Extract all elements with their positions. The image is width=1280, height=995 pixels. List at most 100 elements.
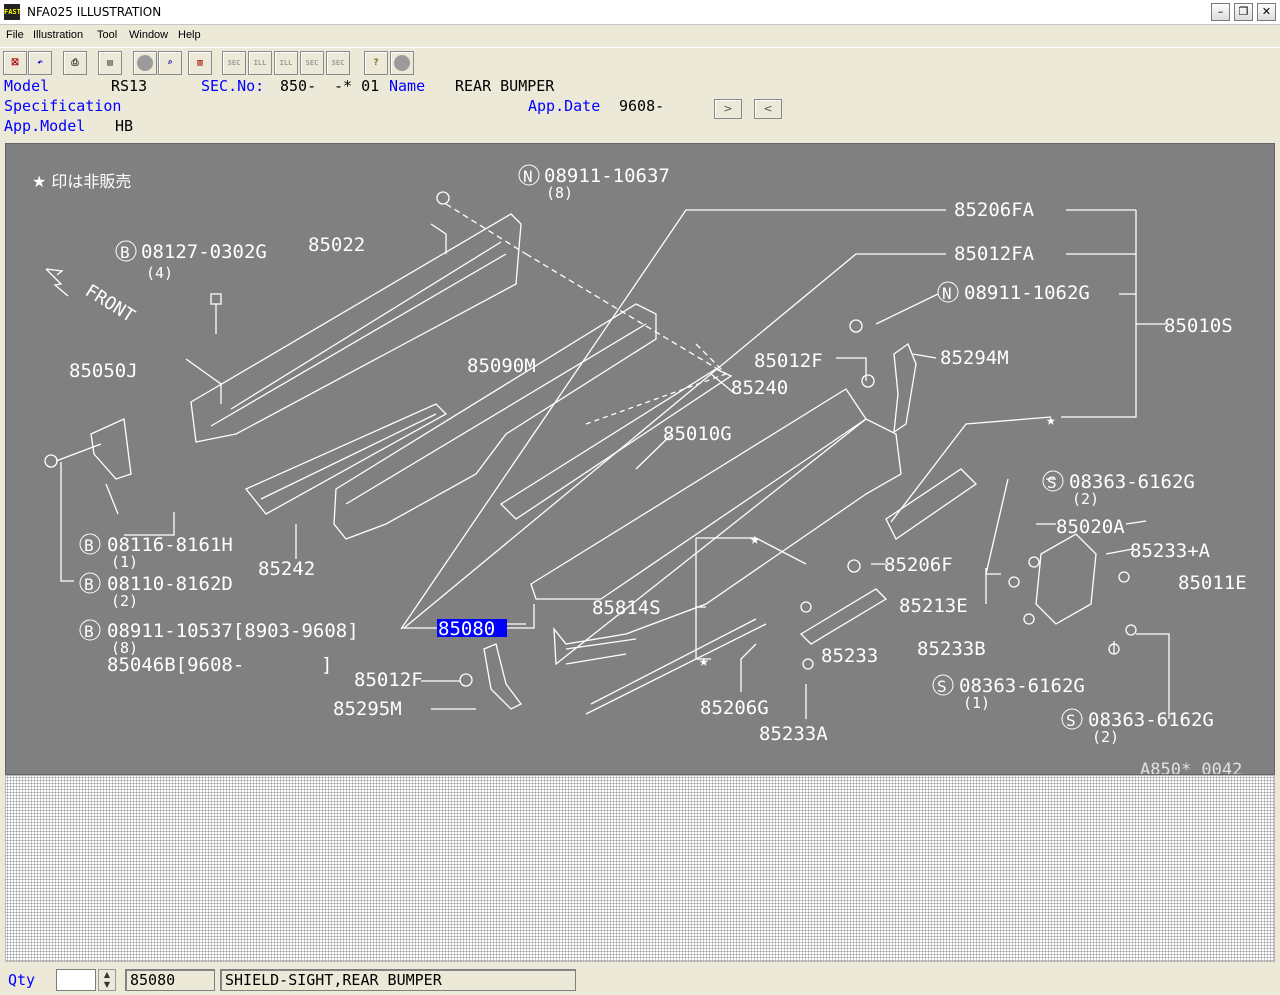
part-label: 08363-6162G	[959, 675, 1085, 697]
close-button[interactable]: ✕	[1257, 3, 1276, 21]
star-marker: ★	[1046, 410, 1056, 429]
undo-button[interactable]: ↶	[28, 51, 52, 75]
book-icon: ▥	[197, 58, 203, 68]
diagram-drawing	[44, 191, 1170, 719]
menu-window[interactable]: Window	[129, 29, 169, 41]
part-label: 85020A	[1056, 516, 1125, 538]
minimize-button[interactable]: –	[1211, 3, 1230, 21]
zoom-button[interactable]: ⌕	[158, 51, 182, 75]
ill-prev-icon: ILL	[253, 59, 267, 67]
menu-file[interactable]: File	[6, 29, 24, 41]
circle-button[interactable]	[133, 51, 157, 75]
menu-bar: File Illustration Tool Window Help	[0, 26, 1280, 46]
menu-tool[interactable]: Tool	[97, 29, 118, 41]
bumper-lower-shape	[553, 418, 902, 666]
part-label: 08363-6162G	[1069, 471, 1195, 493]
model-label: Model	[4, 77, 50, 95]
front-label: FRONT	[81, 280, 138, 327]
part-label: 85206FA	[954, 199, 1035, 221]
print-button[interactable]: ⎙	[63, 51, 87, 75]
part-label: 85242	[258, 558, 315, 580]
part-label: 85814S	[592, 597, 661, 619]
part-label: 85233+A	[1130, 540, 1211, 562]
part-label: 85050J	[69, 360, 138, 382]
selected-part-label: 85080	[438, 618, 495, 640]
star-marker: ★	[750, 529, 760, 548]
part-label: (2)	[111, 592, 138, 610]
help-button[interactable]: ?	[364, 51, 388, 75]
exit-button[interactable]: ⛝	[3, 51, 27, 75]
part-label: 85011E	[1178, 572, 1247, 594]
sec-first-button[interactable]: SEC	[222, 51, 246, 75]
help-icon: ?	[373, 58, 379, 68]
window-title: NFA025 ILLUSTRATION	[27, 5, 162, 19]
chevron-left-icon: <	[763, 102, 773, 115]
part-label: 08363-6162G	[1088, 709, 1214, 731]
zoom-icon: ⌕	[167, 58, 173, 68]
part-label: 85010G	[663, 423, 732, 445]
part-number-field: 85080	[125, 969, 215, 991]
sec-first-icon: SEC	[227, 59, 241, 67]
ill-prev-button[interactable]: ILL	[248, 51, 272, 75]
sec-next-button[interactable]: SEC	[300, 51, 324, 75]
part-label: ]	[321, 654, 332, 676]
sec-suffix: -* 01	[334, 77, 380, 95]
model-value: RS13	[111, 77, 148, 95]
name-label: Name	[389, 77, 426, 95]
parts-diagram: N 08911-10637 (8) 85206FA 85012FA B 0812…	[44, 164, 1247, 774]
prev-spec-button[interactable]: <	[754, 99, 782, 119]
part-label: 85022	[308, 234, 365, 256]
part-description-field: SHIELD-SIGHT,REAR BUMPER	[220, 969, 576, 991]
part-label: 08127-0302G	[141, 241, 267, 263]
app-icon: FAST	[4, 4, 21, 20]
part-label: (4)	[146, 264, 173, 282]
part-label: 85240	[731, 377, 788, 399]
name-value: REAR BUMPER	[455, 77, 555, 95]
chevron-right-icon: >	[723, 102, 733, 115]
part-label: 08911-10637	[544, 165, 670, 187]
part-label: (2)	[1092, 728, 1119, 746]
svg-text:B: B	[84, 536, 94, 555]
sec-next-icon: SEC	[305, 59, 319, 67]
book-button[interactable]: ▥	[188, 51, 212, 75]
appmodel-label: App.Model	[4, 117, 86, 135]
sec-label: SEC.No:	[201, 77, 265, 95]
catalog-button[interactable]: ▤	[98, 51, 122, 75]
part-label: (2)	[1072, 490, 1099, 508]
title-bar: FAST NFA025 ILLUSTRATION – ❐ ✕	[0, 0, 1280, 25]
part-label: 08110-8162D	[107, 573, 233, 595]
star-marker: ★	[699, 651, 709, 670]
next-spec-button[interactable]: >	[714, 99, 742, 119]
part-label: 85046B[9608-	[107, 654, 244, 676]
illustration-canvas[interactable]: ★ 印は非販売	[5, 143, 1275, 775]
non-sale-note: ★ 印は非販売	[32, 172, 132, 191]
menu-illustration[interactable]: Illustration	[33, 29, 84, 41]
catalog-icon: ▤	[107, 58, 113, 68]
part-label: (8)	[546, 184, 573, 202]
qty-stepper[interactable]: ▲▼	[98, 969, 116, 991]
appdate-value: 9608-	[619, 97, 665, 115]
part-label: 85233	[821, 645, 878, 667]
appmodel-value: HB	[115, 117, 134, 135]
ill-next-button[interactable]: ILL	[274, 51, 298, 75]
part-label: 85012F	[354, 669, 423, 691]
qty-label: Qty	[8, 971, 36, 989]
illustration-code: A850* 0042	[1140, 760, 1242, 774]
circle-icon	[137, 55, 153, 71]
menu-help[interactable]: Help	[178, 29, 201, 41]
restore-button[interactable]: ❐	[1234, 3, 1253, 21]
svg-text:N: N	[942, 284, 952, 303]
spin-up-icon: ▲	[103, 970, 111, 979]
part-label: 08911-10537[8903-9608]	[107, 620, 359, 642]
sec-search-button[interactable]: SEC	[326, 51, 350, 75]
part-label: 85233A	[759, 723, 828, 745]
svg-text:N: N	[523, 167, 533, 186]
qty-input[interactable]	[56, 969, 96, 991]
stop-button[interactable]	[390, 51, 414, 75]
reinforcement-shape	[190, 213, 522, 443]
part-labels: N 08911-10637 (8) 85206FA 85012FA B 0812…	[69, 164, 1247, 774]
spec-label: Specification	[4, 97, 122, 115]
part-label: 85206G	[700, 697, 769, 719]
part-label: 85294M	[940, 347, 1009, 369]
